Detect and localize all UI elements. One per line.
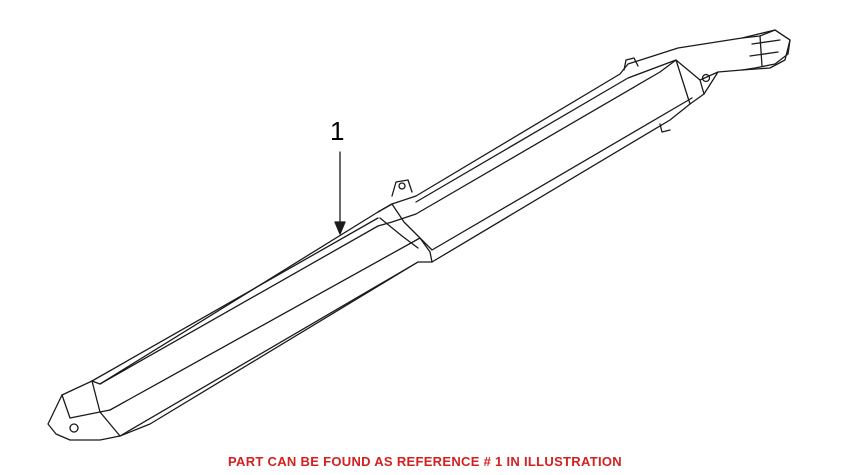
part-lower-edge [119,261,419,437]
mount-hole-icon [701,73,711,83]
tab-hole-icon [398,182,406,190]
part-small-tab [659,123,671,133]
part-center-joint [377,203,433,263]
part-outline [47,29,791,441]
mount-hole-icon [69,423,79,433]
callout-arrowhead [334,221,346,235]
connector-icon [741,29,791,71]
part-top-tab [391,179,413,197]
part-left-cap [61,380,121,437]
callout-number: 1 [330,116,345,146]
part-top-edge [99,71,661,385]
part-right-tab [623,57,639,71]
part-ridge-line [91,59,677,382]
reference-caption: PART CAN BE FOUND AS REFERENCE # 1 IN IL… [228,454,622,469]
part-lower-face [109,97,693,411]
part-right-cap [659,59,719,105]
